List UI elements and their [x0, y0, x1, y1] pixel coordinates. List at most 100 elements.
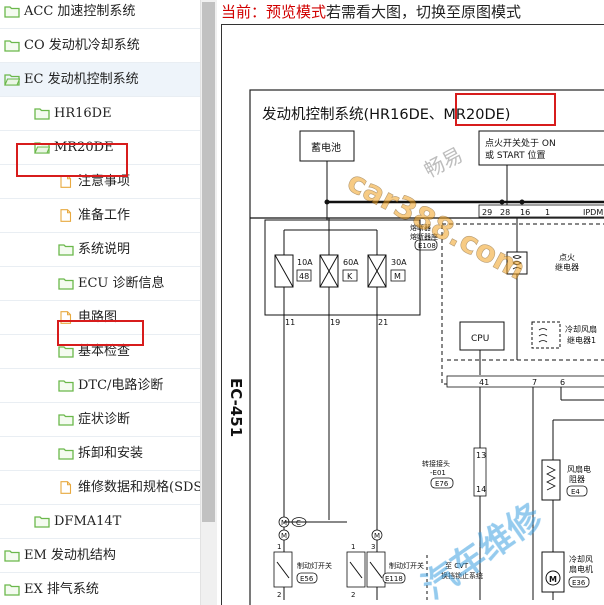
joint-label-line1: 转接接头	[422, 459, 450, 468]
folder-icon	[4, 549, 20, 562]
folder-icon	[34, 515, 50, 528]
ipdm-label: IPDM	[583, 208, 603, 217]
svg-text:2: 2	[277, 591, 281, 599]
tree-item-label: CO 发动机冷却系统	[24, 37, 140, 53]
tree-item-label: EM 发动机结构	[24, 547, 116, 563]
svg-text:3: 3	[371, 543, 375, 551]
page-icon	[58, 481, 74, 494]
pin-41: 41	[479, 378, 489, 387]
cvt-line2: 换挡锁止系统	[441, 571, 483, 580]
tree-item-label: EX 排气系统	[24, 581, 99, 597]
tree-item[interactable]: 维修数据和规格(SDS)	[0, 471, 200, 505]
battery-label: 蓄电池	[311, 141, 341, 154]
tree-item-label: 维修数据和规格(SDS)	[78, 479, 200, 495]
tree-item[interactable]: DFMA14T	[0, 505, 200, 539]
svg-text:畅易: 畅易	[420, 142, 467, 182]
page-code: EC-451	[227, 378, 245, 437]
ipdm-block	[441, 223, 604, 385]
tree-item-label: DTC/电路诊断	[78, 377, 164, 393]
svg-text:M: M	[374, 532, 380, 540]
svg-text:M: M	[394, 272, 401, 281]
fan-resistor-connector: E4	[571, 488, 580, 496]
ignition-switch-line1: 点火开关处于 ON	[485, 137, 556, 149]
pin-1: 1	[545, 208, 550, 217]
pin-16: 16	[520, 208, 530, 217]
tree-item[interactable]: DTC/电路诊断	[0, 369, 200, 403]
fan-resistor-line1: 风扇电	[567, 464, 591, 474]
pins-top: 29 28 16 1 IPDM	[478, 204, 604, 218]
tree-item[interactable]: 注意事项	[0, 165, 200, 199]
svg-text:2: 2	[351, 591, 355, 599]
joint-connector: E76	[435, 480, 449, 488]
pin-6: 6	[560, 378, 565, 387]
tree-item-label: 症状诊断	[78, 411, 131, 427]
diagram-sheet	[249, 89, 604, 605]
folder-icon	[4, 583, 20, 596]
switch-to-original-link[interactable]: 若需看大图，切换至原图模式	[326, 3, 522, 21]
wiring-diagram: EC-451 发动机控制系统(HR16DE、MR20DE) 蓄电池 点火开关处于…	[227, 89, 604, 605]
tree-item-label: ACC 加速控制系统	[24, 3, 136, 19]
tree-item-label: HR16DE	[54, 105, 112, 121]
tree-item[interactable]: ECU 诊断信息	[0, 267, 200, 301]
folder-icon	[58, 447, 74, 460]
tree-item[interactable]: 准备工作	[0, 199, 200, 233]
pin-29: 29	[482, 208, 492, 217]
tree-item[interactable]: 症状诊断	[0, 403, 200, 437]
tree-scrollbar-thumb[interactable]	[202, 2, 215, 522]
pin-11: 11	[285, 318, 295, 327]
battery-box	[299, 130, 355, 162]
fan-motor-connector: E36	[572, 579, 586, 587]
tree-item[interactable]: CO 发动机冷却系统	[0, 29, 200, 63]
tree-item-label: 系统说明	[78, 241, 131, 257]
tree-item[interactable]: EC 发动机控制系统	[0, 63, 200, 97]
page-icon	[58, 209, 74, 222]
fusible-link-line2: 熔断器座	[410, 232, 438, 241]
ignition-relay-line2: 继电器	[555, 262, 579, 272]
brake-switch-a-conn: E56	[300, 575, 314, 583]
folder-icon	[4, 5, 20, 18]
tree-item[interactable]: 基本检查	[0, 335, 200, 369]
tree-item-label: 基本检查	[78, 343, 131, 359]
tree-item[interactable]: EM 发动机结构	[0, 539, 200, 573]
fan-relay-line2: 继电器1	[567, 335, 596, 345]
joint-pin-13: 13	[476, 451, 486, 460]
pin-7: 7	[532, 378, 537, 387]
cpu-box	[459, 321, 505, 351]
pin-28: 28	[500, 208, 510, 217]
pin-21: 21	[378, 318, 388, 327]
cpu-label: CPU	[471, 334, 489, 344]
pins-mid	[446, 375, 604, 388]
fan-resistor-line2: 阻器	[569, 475, 585, 484]
folder-icon	[58, 413, 74, 426]
tree-item-label: DFMA14T	[54, 513, 122, 529]
highlight-mr20de-title	[455, 93, 556, 126]
diagram-title: 发动机控制系统(HR16DE、MR20DE)	[262, 106, 510, 123]
tree-item-label: EC 发动机控制系统	[24, 71, 139, 87]
highlight-mr20de-tree	[16, 143, 128, 177]
svg-text:M: M	[281, 532, 287, 540]
tree-item-label: 注意事项	[78, 173, 131, 189]
svg-text:48: 48	[299, 272, 309, 281]
svg-text:10A: 10A	[297, 258, 313, 267]
tree-item[interactable]: EX 排气系统	[0, 573, 200, 605]
fuse-box	[264, 219, 421, 316]
tree-item[interactable]: 拆卸和安装	[0, 437, 200, 471]
tree-item[interactable]: 系统说明	[0, 233, 200, 267]
fan-relay-line1: 冷却风扇	[565, 324, 597, 334]
svg-text:M: M	[549, 575, 557, 584]
folder-icon	[58, 243, 74, 256]
tree-item[interactable]: ACC 加速控制系统	[0, 0, 200, 29]
pin-19: 19	[330, 318, 340, 327]
cvt-line1: 至 CVT	[445, 562, 469, 570]
svg-text:M: M	[281, 519, 287, 527]
current-mode: 预览模式	[266, 3, 327, 21]
highlight-circuit-diagram-tree	[57, 320, 144, 346]
svg-text:60A: 60A	[343, 258, 359, 267]
tree-item[interactable]: HR16DE	[0, 97, 200, 131]
folder-icon	[58, 277, 74, 290]
svg-text:汽车维修: 汽车维修	[415, 496, 550, 605]
fan-motor-line1: 冷却风	[569, 554, 593, 564]
node-c-m: M C M M	[278, 516, 383, 541]
tree-item-label: 拆卸和安装	[78, 445, 144, 461]
